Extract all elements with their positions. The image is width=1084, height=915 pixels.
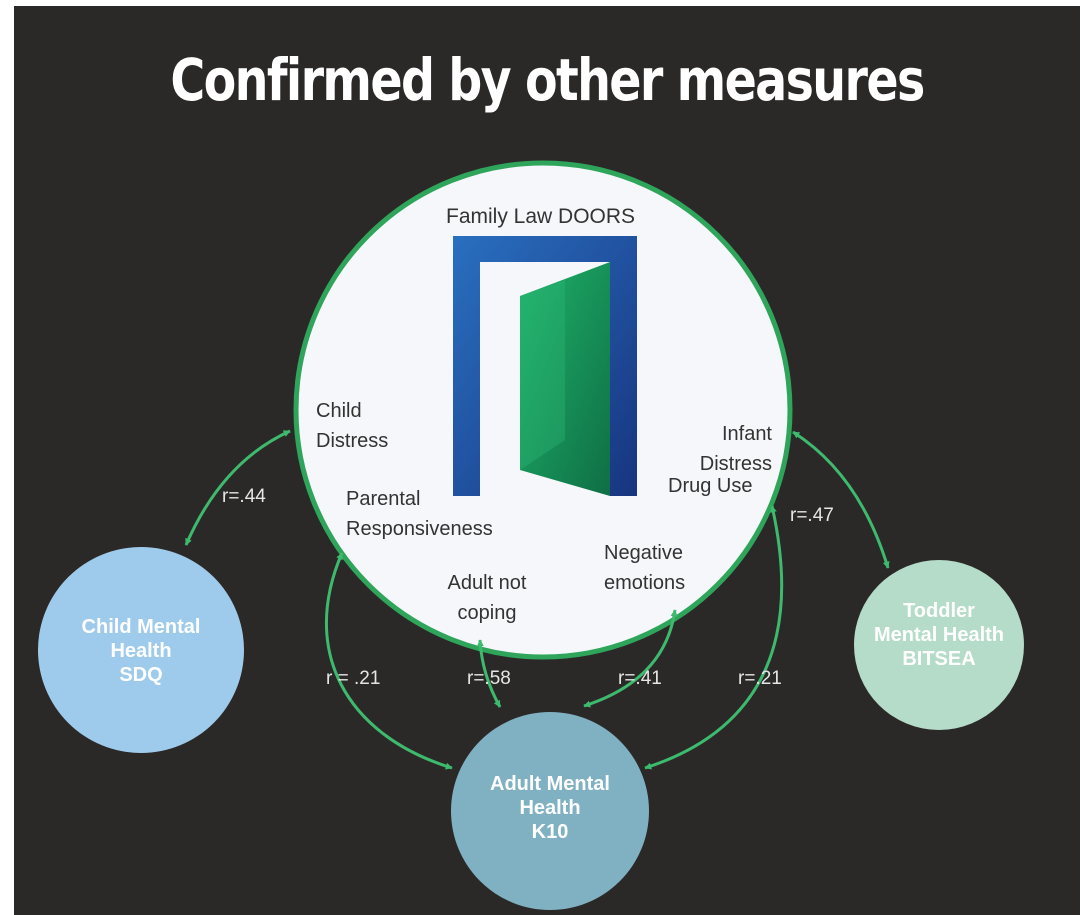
child-mental-health-circle	[38, 547, 244, 753]
adult-mental-health-label: Adult Mental Health K10	[490, 773, 610, 843]
corr-toddler-bitsea: r=.47	[790, 505, 834, 526]
corr-child-sdq: r=.44	[222, 486, 266, 507]
corr-negative-k10: r=.41	[618, 668, 662, 689]
parental-responsiveness-label: Parental Responsiveness	[346, 488, 493, 540]
child-distress-label: Child Distress	[316, 400, 389, 452]
toddler-mental-health-label: Toddler Mental Health BITSEA	[873, 600, 1005, 670]
corr-drug-k10: r=.21	[738, 668, 782, 689]
toddler-mental-health-circle	[854, 560, 1024, 730]
corr-parental-k10: r = .21	[326, 668, 381, 689]
family-law-doors-label: Family Law DOORS	[446, 205, 636, 228]
negative-emotions-label: Negative emotions	[604, 542, 686, 594]
arrow-parental-responsiveness-k10	[325, 552, 453, 770]
arrow-child-distress-sdq	[184, 429, 291, 546]
child-mental-health-label: Child Mental Health SDQ	[81, 616, 201, 686]
drug-use-label: Drug Use	[668, 475, 753, 497]
open-door-icon	[453, 236, 637, 496]
adult-not-coping-label: Adult not coping	[447, 572, 527, 624]
infant-distress-label: Infant Distress	[699, 423, 772, 475]
adult-mental-health-circle	[451, 712, 649, 910]
corr-coping-k10: r=.58	[467, 668, 511, 689]
page-title: Confirmed by other measures	[170, 46, 925, 114]
arrow-drug-use-k10	[644, 505, 784, 770]
arrow-adult-coping-k10	[476, 639, 502, 708]
arrow-infant-distress-bitsea	[792, 430, 890, 569]
